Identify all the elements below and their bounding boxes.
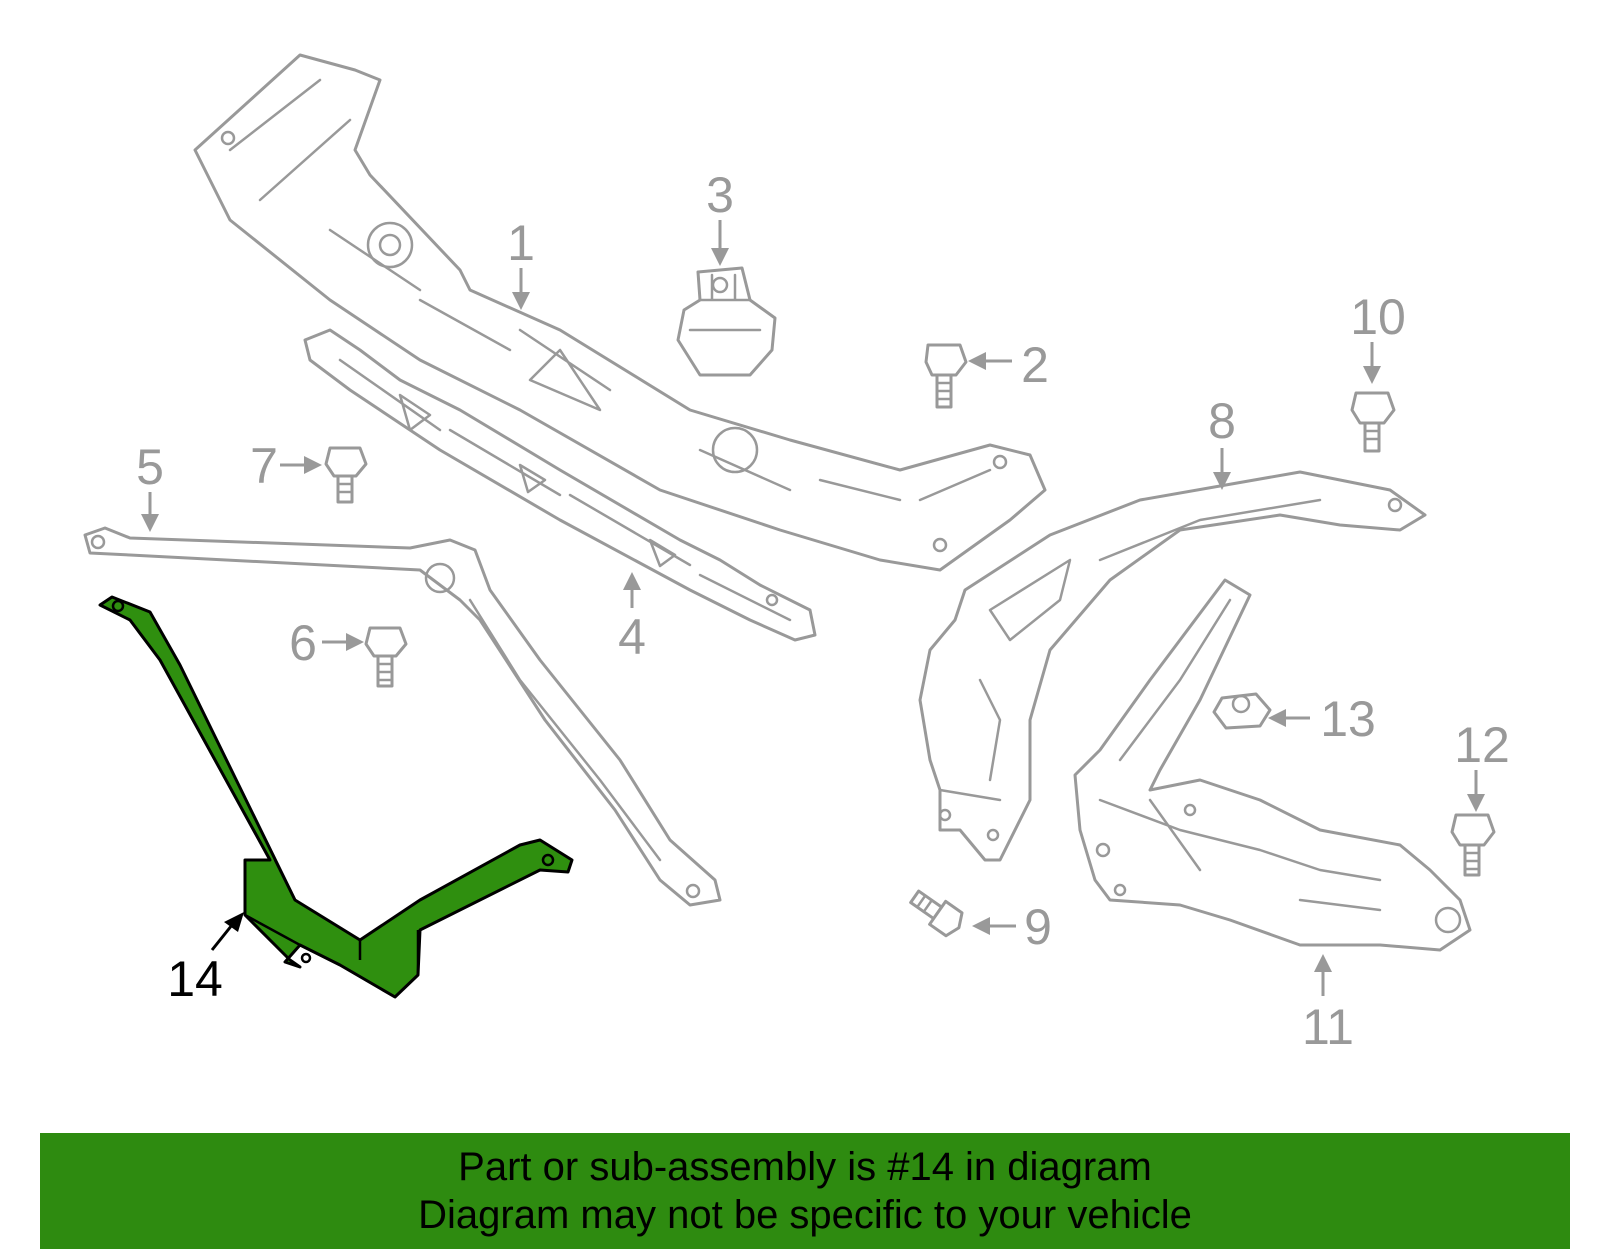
callout-labels: 1 2 3 4 5 6 7 8 9 10 11 12 13 14 (136, 167, 1510, 1055)
part-4-tie-bar (303, 328, 817, 642)
part-14-brace-highlighted (98, 595, 574, 999)
callout-9: 9 (1024, 899, 1052, 955)
callout-8: 8 (1208, 393, 1236, 449)
part-3-mount (676, 266, 777, 377)
part-13-nut (1212, 692, 1272, 730)
callout-11: 11 (1302, 999, 1354, 1055)
part-9-bolt (909, 889, 964, 938)
banner-line-part-number: Part or sub-assembly is #14 in diagram (458, 1145, 1152, 1189)
info-banner: Part or sub-assembly is #14 in diagram D… (40, 1133, 1570, 1249)
part-6-bolt (364, 626, 408, 688)
part-1-upper-radiator-support (193, 53, 1047, 572)
callout-5: 5 (136, 439, 164, 495)
part-7-bolt (324, 446, 368, 504)
callout-3: 3 (706, 167, 734, 223)
part-5-support-bar (83, 526, 722, 907)
banner-line-disclaimer: Diagram may not be specific to your vehi… (418, 1193, 1192, 1237)
part-12-bolt (1450, 813, 1496, 877)
callout-14: 14 (167, 951, 223, 1007)
callout-10: 10 (1350, 289, 1406, 345)
callout-1: 1 (507, 215, 535, 271)
callout-2: 2 (1021, 337, 1049, 393)
callout-13: 13 (1320, 691, 1376, 747)
callout-arrows (141, 220, 1485, 996)
part-8-side-member (918, 470, 1427, 862)
part-11-apron-bracket (1073, 578, 1472, 952)
part-2-bolt (924, 343, 968, 409)
part-10-bolt (1350, 391, 1396, 453)
callout-12: 12 (1454, 717, 1510, 773)
callout-6: 6 (289, 615, 317, 671)
callout-4: 4 (618, 609, 646, 665)
callout-7: 7 (250, 438, 278, 494)
